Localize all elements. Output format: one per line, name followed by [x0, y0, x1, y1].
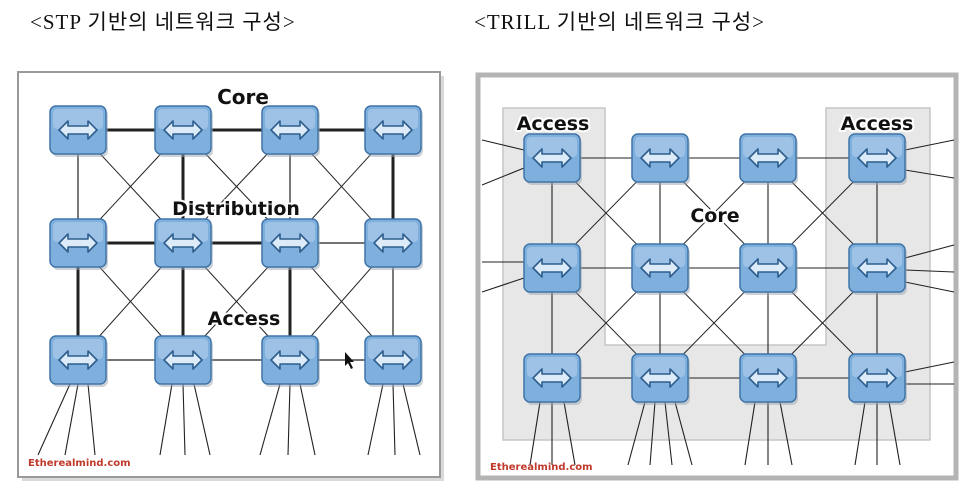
link-line [904, 244, 955, 259]
link-line [299, 383, 316, 456]
stp-access-label: Access [208, 308, 281, 330]
link-line [904, 281, 955, 293]
link-line [259, 383, 281, 456]
cursor-icon [345, 352, 354, 369]
trill-switches [523, 133, 907, 405]
switch-icon [523, 133, 582, 185]
switch-icon [631, 353, 690, 405]
switch-icon [154, 335, 213, 387]
trill-diagram: Access Access Core Etherealmind.com [475, 72, 959, 481]
switch-icon [848, 353, 907, 405]
switch-icon [364, 105, 423, 157]
link-line [904, 361, 955, 373]
switch-icon [739, 353, 798, 405]
link-line [481, 277, 525, 293]
link-line [287, 383, 291, 456]
link-line [481, 167, 525, 186]
link-line [64, 383, 79, 456]
link-line [627, 401, 646, 466]
switch-icon [49, 105, 108, 157]
switch-icon [523, 243, 582, 295]
link-line [563, 401, 576, 466]
switch-icon [364, 335, 423, 387]
trill-core-label: Core [690, 205, 739, 227]
link-line [159, 383, 173, 456]
switch-icon [261, 335, 320, 387]
switch-icon [364, 218, 423, 270]
switch-icon [261, 105, 320, 157]
stp-diagram: Core Distribution Access Etherealmind.co… [17, 71, 444, 481]
link-line [904, 139, 955, 151]
link-line [744, 401, 756, 466]
link-line [193, 383, 211, 456]
stp-caption: <STP 기반의 네트워크 구성> [30, 10, 296, 34]
link-line [649, 401, 656, 466]
switch-icon [848, 133, 907, 185]
trill-access-right-label: Access [841, 113, 914, 135]
link-line [481, 139, 525, 151]
link-line [664, 401, 673, 466]
switch-icon [631, 133, 690, 185]
switch-icon [154, 105, 213, 157]
link-line [87, 383, 96, 456]
link-line [854, 401, 866, 466]
link-line [392, 383, 396, 456]
link-line [37, 383, 71, 456]
link-line [904, 169, 955, 179]
trill-access-left-label: Access [517, 113, 590, 135]
switch-icon [631, 243, 690, 295]
stp-core-label: Core [217, 85, 269, 109]
stp-watermark: Etherealmind.com [28, 458, 131, 469]
switch-icon [848, 243, 907, 295]
trill-watermark: Etherealmind.com [490, 462, 593, 473]
link-line [529, 401, 541, 466]
link-line [367, 383, 384, 456]
stp-switches [49, 105, 423, 387]
trill-access-area [502, 107, 931, 441]
switch-icon [49, 218, 108, 270]
link-line [904, 269, 955, 273]
link-line [888, 401, 901, 466]
link-line [779, 401, 793, 466]
switch-icon [49, 335, 108, 387]
switch-icon [523, 353, 582, 405]
stp-distribution-label: Distribution [172, 198, 300, 220]
switch-icon [739, 133, 798, 185]
link-line [402, 383, 421, 456]
switch-icon [739, 243, 798, 295]
link-line [674, 401, 693, 466]
switch-icon [261, 218, 320, 270]
link-line [182, 383, 186, 456]
switch-icon [154, 218, 213, 270]
trill-caption: <TRILL 기반의 네트워크 구성> [474, 10, 766, 34]
